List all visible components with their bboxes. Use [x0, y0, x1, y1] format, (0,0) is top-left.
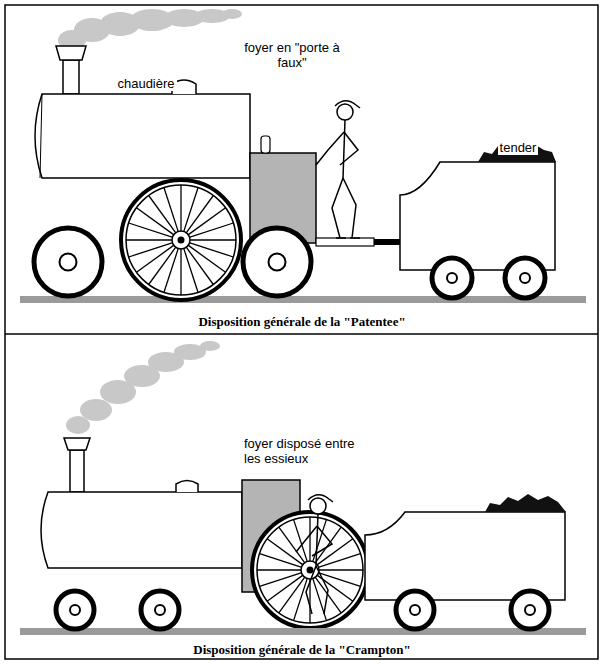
frame — [5, 5, 598, 659]
carrying-wheel — [243, 228, 311, 296]
carrying-wheel — [34, 228, 102, 296]
panel-caption: Disposition générale de la "Patentee" — [20, 314, 584, 329]
chimney — [64, 438, 90, 492]
driving-wheel — [121, 180, 241, 300]
boiler — [35, 94, 250, 178]
smoke — [58, 9, 242, 50]
wheels — [56, 591, 549, 629]
part-label: foyer en "porte à faux" — [242, 40, 342, 70]
chimney — [56, 46, 86, 94]
driving-wheel — [252, 512, 368, 628]
driver-figure — [296, 495, 333, 614]
boiler — [41, 492, 242, 568]
coal — [485, 494, 566, 512]
boiler-front — [40, 94, 42, 178]
driver-figure — [316, 101, 360, 238]
divider — [5, 333, 598, 335]
carrying-wheel — [141, 591, 179, 629]
safety-valve — [261, 136, 270, 153]
footplate — [316, 238, 374, 246]
panel-caption: Disposition générale de la "Crampton" — [20, 642, 584, 657]
carrying-wheel — [432, 258, 472, 298]
part-label: chaudière — [115, 76, 176, 91]
part-label: tender — [498, 140, 539, 155]
dome — [176, 481, 198, 493]
carrying-wheel — [511, 591, 549, 629]
part-label: foyer disposé entre les essieux — [242, 436, 358, 466]
smoke — [66, 341, 220, 434]
carrying-wheel — [396, 591, 434, 629]
carrying-wheel — [505, 258, 545, 298]
tender — [365, 512, 565, 600]
carrying-wheel — [56, 591, 94, 629]
rail — [20, 296, 586, 303]
tender — [400, 162, 555, 270]
rail — [20, 628, 586, 635]
wheels — [252, 512, 368, 628]
wheels — [34, 180, 545, 300]
